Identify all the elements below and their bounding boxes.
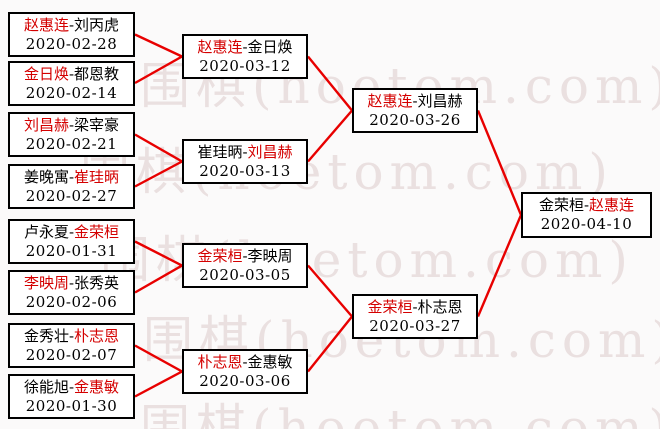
player-name: 金惠敏 [74, 377, 120, 396]
match-players: 崔珪昞-刘昌赫 [184, 143, 306, 162]
match-box-r2-m4: 朴志恩-金惠敏 2020-03-06 [182, 349, 308, 394]
match-date: 2020-03-05 [199, 265, 291, 284]
player-name: 姜晚寓 [23, 167, 69, 186]
match-date: 2020-02-06 [25, 292, 118, 311]
match-players: 金荣桓-赵惠连 [523, 196, 650, 215]
match-date: 2020-02-28 [25, 34, 118, 53]
match-players: 刘昌赫-梁宰豪 [10, 116, 133, 135]
match-players: 徐能旭-金惠敏 [10, 378, 133, 397]
match-date: 2020-02-21 [25, 134, 118, 153]
player-name: 金荣桓 [74, 222, 120, 241]
player-name: 赵惠连 [367, 91, 413, 110]
match-players: 卢永夏-金荣桓 [10, 223, 133, 242]
match-box-r1-m1: 赵惠连-刘丙虎 2020-02-28 [8, 12, 135, 57]
match-box-r1-m8: 徐能旭-金惠敏 2020-01-30 [8, 374, 135, 419]
player-name: 朴志恩 [197, 352, 243, 371]
match-date: 2020-03-06 [199, 371, 291, 390]
match-box-r1-m5: 卢永夏-金荣桓 2020-01-31 [8, 219, 135, 264]
match-date: 2020-03-26 [369, 110, 461, 129]
match-date: 2020-03-27 [369, 316, 461, 335]
vs-dash: - [242, 37, 248, 56]
player-name: 赵惠连 [589, 196, 635, 214]
player-name: 金秀壮 [23, 326, 69, 345]
vs-dash: - [68, 273, 75, 292]
vs-dash: - [68, 15, 75, 34]
player-name: 朴志恩 [74, 326, 120, 345]
match-players: 朴志恩-金惠敏 [184, 353, 306, 372]
vs-dash: - [68, 377, 75, 396]
match-box-sf-m2: 金荣桓-朴志恩 2020-03-27 [352, 294, 478, 339]
match-box-r2-m1: 赵惠连-金日焕 2020-03-12 [182, 34, 308, 79]
watermark-text: 围棋(hoetom.com) [140, 399, 660, 429]
player-name: 崔珪昞 [74, 167, 120, 186]
match-date: 2020-03-13 [199, 161, 291, 180]
player-name: 金日焕 [247, 37, 293, 56]
match-box-final: 金荣桓-赵惠连 2020-04-10 [521, 192, 652, 238]
vs-dash: - [68, 115, 75, 134]
match-box-r1-m2: 金日焕-都恩教 2020-02-14 [8, 61, 135, 106]
player-name: 金荣桓 [367, 297, 413, 316]
player-name: 刘昌赫 [247, 142, 293, 161]
match-players: 赵惠连-金日焕 [184, 38, 306, 57]
player-name: 李映周 [247, 246, 293, 265]
match-box-r1-m6: 李映周-张秀英 2020-02-06 [8, 270, 135, 315]
player-name: 刘昌赫 [23, 115, 69, 134]
match-date: 2020-02-07 [25, 345, 118, 364]
player-name: 徐能旭 [23, 377, 69, 396]
match-box-r2-m2: 崔珪昞-刘昌赫 2020-03-13 [182, 139, 308, 184]
match-players: 李映周-张秀英 [10, 274, 133, 293]
player-name: 金日焕 [23, 64, 69, 83]
match-date: 2020-04-10 [540, 215, 633, 233]
match-date: 2020-01-31 [25, 241, 118, 260]
player-name: 赵惠连 [23, 15, 69, 34]
player-name: 朴志恩 [417, 297, 463, 316]
match-box-r1-m4: 姜晚寓-崔珪昞 2020-02-27 [8, 164, 135, 209]
vs-dash: - [68, 64, 75, 83]
player-name: 金惠敏 [247, 352, 293, 371]
player-name: 金荣桓 [538, 196, 584, 214]
match-date: 2020-03-12 [199, 56, 291, 75]
vs-dash: - [68, 326, 75, 345]
vs-dash: - [583, 196, 590, 214]
match-players: 赵惠连-刘昌赫 [354, 92, 476, 111]
match-players: 金日焕-都恩教 [10, 65, 133, 84]
vs-dash: - [68, 167, 75, 186]
player-name: 卢永夏 [23, 222, 69, 241]
vs-dash: - [412, 91, 418, 110]
vs-dash: - [242, 142, 248, 161]
match-box-r2-m3: 金荣桓-李映周 2020-03-05 [182, 243, 308, 288]
match-players: 金荣桓-朴志恩 [354, 298, 476, 317]
player-name: 赵惠连 [197, 37, 243, 56]
match-date: 2020-01-30 [25, 396, 118, 415]
match-box-sf-m1: 赵惠连-刘昌赫 2020-03-26 [352, 88, 478, 133]
vs-dash: - [68, 222, 75, 241]
match-date: 2020-02-27 [25, 186, 118, 205]
match-players: 金秀壮-朴志恩 [10, 327, 133, 346]
player-name: 都恩教 [74, 64, 120, 83]
vs-dash: - [242, 246, 248, 265]
match-players: 赵惠连-刘丙虎 [10, 16, 133, 35]
player-name: 张秀英 [74, 273, 120, 292]
player-name: 刘丙虎 [74, 15, 120, 34]
player-name: 梁宰豪 [74, 115, 120, 134]
match-players: 姜晚寓-崔珪昞 [10, 168, 133, 187]
vs-dash: - [242, 352, 248, 371]
match-date: 2020-02-14 [25, 83, 118, 102]
player-name: 刘昌赫 [417, 91, 463, 110]
player-name: 金荣桓 [197, 246, 243, 265]
vs-dash: - [412, 297, 418, 316]
match-box-r1-m3: 刘昌赫-梁宰豪 2020-02-21 [8, 112, 135, 157]
match-box-r1-m7: 金秀壮-朴志恩 2020-02-07 [8, 323, 135, 368]
player-name: 崔珪昞 [197, 142, 243, 161]
match-players: 金荣桓-李映周 [184, 247, 306, 266]
player-name: 李映周 [23, 273, 69, 292]
